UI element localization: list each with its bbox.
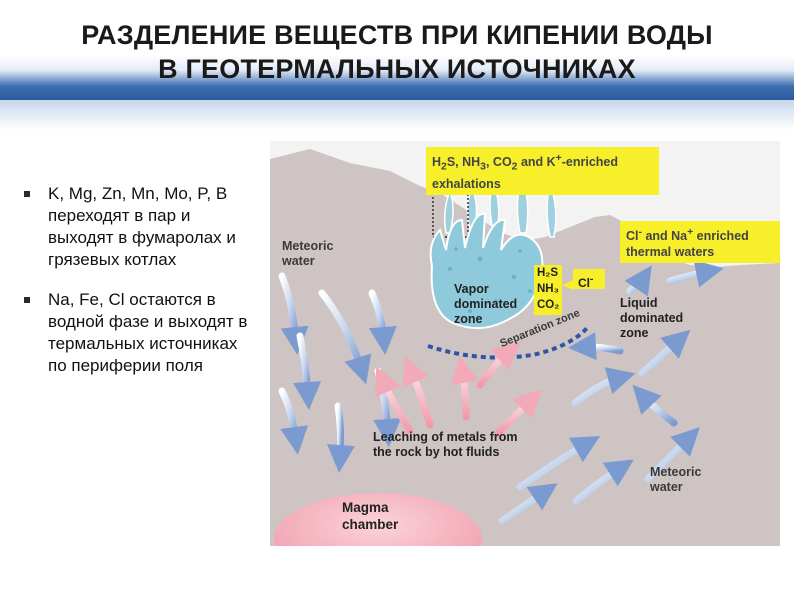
vapor-zone-shape — [429, 212, 544, 330]
exhalations-part: -enriched — [561, 155, 619, 170]
gas-cl-label: Cl- — [578, 272, 593, 291]
exhalations-label: H2S, NH3, CO2 and K+-enriched exhalation… — [426, 147, 659, 195]
exhalations-part: , CO — [485, 155, 512, 170]
exhalations-sub: 2 — [511, 161, 518, 173]
title-bar — [0, 0, 794, 100]
thermal-waters-label: Cl- and Na+ enriched thermal waters — [620, 221, 780, 264]
chloride-box — [573, 269, 605, 289]
exhalations-h: H — [432, 155, 442, 170]
thermal-line-2: thermal waters — [626, 245, 715, 260]
bullet-item: Na, Fe, Cl остаются в водной фазе и выхо… — [22, 289, 257, 377]
separation-zone-line — [427, 325, 590, 360]
gas-arrow — [562, 280, 573, 290]
gas-cl: Cl — [578, 276, 590, 290]
thermal-sup: - — [638, 227, 642, 238]
thermal-part: and Na — [641, 229, 688, 244]
bullet-text: Na, Fe, Cl остаются в водной фазе и выхо… — [48, 290, 248, 375]
thermal-cl: Cl — [626, 229, 639, 244]
gas-cl-sup: - — [590, 274, 594, 285]
thermal-sup: + — [687, 227, 694, 238]
liquid-zone-label: Liquid dominated zone — [620, 296, 684, 340]
magma-chamber-label: Magma chamber — [342, 500, 399, 532]
slide-title-line-2: В ГЕОТЕРМАЛЬНЫХ ИСТОЧНИКАХ — [158, 54, 636, 84]
title-shade — [0, 100, 794, 130]
liquid-zone-arrows — [498, 260, 724, 525]
meteoric-water-left-label: Meteoric water — [282, 239, 334, 268]
gas-box — [534, 265, 562, 315]
exhalations-part: and K — [517, 155, 556, 170]
exhalations-sub: 2 — [441, 161, 447, 173]
magma-chamber-shape — [274, 493, 482, 546]
diagram-artwork — [270, 141, 780, 546]
exhalations-line-2: exhalations — [432, 176, 501, 191]
vapor-bubbles — [447, 247, 532, 313]
bullet-square-icon — [24, 191, 30, 197]
exhalations-sub: 3 — [480, 161, 486, 173]
geothermal-diagram: H2S, NH3, CO2 and K+-enriched exhalation… — [270, 141, 780, 546]
bullet-item: K, Mg, Zn, Mn, Mo, P, B переходят в пар … — [22, 183, 257, 271]
gas-co2-label: CO₂ — [537, 299, 560, 311]
leaching-label: Leaching of metals from the rock by hot … — [373, 430, 518, 459]
meteoric-water-right-label: Meteoric water — [650, 465, 702, 494]
meteoric-arrows-left — [278, 272, 402, 473]
exhalations-part: S, NH — [446, 155, 481, 170]
hot-fluid-arrows — [375, 342, 542, 437]
bullet-square-icon — [24, 297, 30, 303]
bullet-list: K, Mg, Zn, Mn, Mo, P, B переходят в пар … — [22, 183, 257, 395]
bullet-text: K, Mg, Zn, Mn, Mo, P, B переходят в пар … — [48, 184, 236, 269]
exhalations-sup: + — [555, 153, 562, 164]
slide-title: РАЗДЕЛЕНИЕ ВЕЩЕСТВ ПРИ КИПЕНИИ ВОДЫ В ГЕ… — [0, 18, 794, 86]
gas-nh3-label: NH₃ — [537, 283, 559, 295]
slide-title-line-1: РАЗДЕЛЕНИЕ ВЕЩЕСТВ ПРИ КИПЕНИИ ВОДЫ — [81, 20, 713, 50]
thermal-part: enriched — [693, 229, 749, 244]
gas-h2s-label: H₂S — [537, 267, 559, 279]
vapor-zone-label: Vapor dominated zone — [454, 282, 518, 326]
